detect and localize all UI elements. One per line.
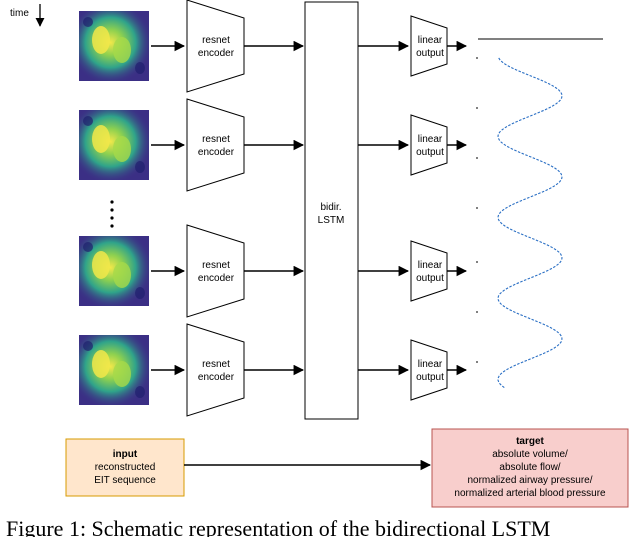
linear-label-line-1: linear xyxy=(418,260,443,271)
encoder-row-3: resnet encoder linear output xyxy=(79,224,468,318)
target-line-1: absolute volume/ xyxy=(492,449,568,460)
time-label: time xyxy=(10,8,29,19)
encoder-block xyxy=(186,323,245,417)
eit-image-4 xyxy=(79,335,149,405)
linear-output-block xyxy=(410,114,448,176)
target-line-4: normalized arterial blood pressure xyxy=(454,488,606,499)
input-line-2: EIT sequence xyxy=(94,475,156,486)
encoder-row-1: resnet encoder linear output xyxy=(79,0,468,93)
linear-label-line-1: linear xyxy=(418,359,443,370)
encoder-label-line-1: resnet xyxy=(202,359,230,370)
output-tick-marks xyxy=(476,57,478,363)
eit-image-3 xyxy=(79,236,149,306)
lstm-block xyxy=(304,1,359,420)
target-title: target xyxy=(516,436,544,447)
linear-output-block xyxy=(410,339,448,401)
encoder-block xyxy=(186,224,245,318)
encoder-label-line-1: resnet xyxy=(202,260,230,271)
ellipsis-dots xyxy=(110,200,114,228)
encoder-label-line-2: encoder xyxy=(198,273,235,284)
target-line-3: normalized airway pressure/ xyxy=(467,475,592,486)
lstm-label-line-1: bidir. xyxy=(320,202,341,213)
figure-caption: Figure 1: Schematic representation of th… xyxy=(6,516,551,537)
input-title: input xyxy=(113,449,138,460)
encoder-label-line-2: encoder xyxy=(198,372,235,383)
encoder-label-line-1: resnet xyxy=(202,134,230,145)
linear-label-line-2: output xyxy=(416,48,444,59)
target-line-2: absolute flow/ xyxy=(499,462,560,473)
encoder-label-line-2: encoder xyxy=(198,48,235,59)
eit-image-2 xyxy=(79,110,149,180)
encoder-row-2: resnet encoder linear output xyxy=(79,98,468,192)
linear-output-block xyxy=(410,15,448,77)
linear-output-block xyxy=(410,240,448,302)
linear-label-line-2: output xyxy=(416,273,444,284)
input-line-1: reconstructed xyxy=(95,462,156,473)
encoder-block xyxy=(186,0,245,93)
encoder-label-line-2: encoder xyxy=(198,147,235,158)
lstm-label-line-2: LSTM xyxy=(318,215,345,226)
eit-image-1 xyxy=(79,11,149,81)
lstm-schematic-diagram: time resnet encoder linear output resnet enco… xyxy=(10,0,629,508)
linear-label-line-2: output xyxy=(416,147,444,158)
linear-label-line-1: linear xyxy=(418,134,443,145)
input-box xyxy=(65,438,185,497)
target-box xyxy=(431,428,629,508)
output-waveform xyxy=(497,57,563,389)
linear-label-line-2: output xyxy=(416,372,444,383)
encoder-row-4: resnet encoder linear output xyxy=(79,323,468,417)
encoder-label-line-1: resnet xyxy=(202,35,230,46)
encoder-block xyxy=(186,98,245,192)
linear-label-line-1: linear xyxy=(418,35,443,46)
